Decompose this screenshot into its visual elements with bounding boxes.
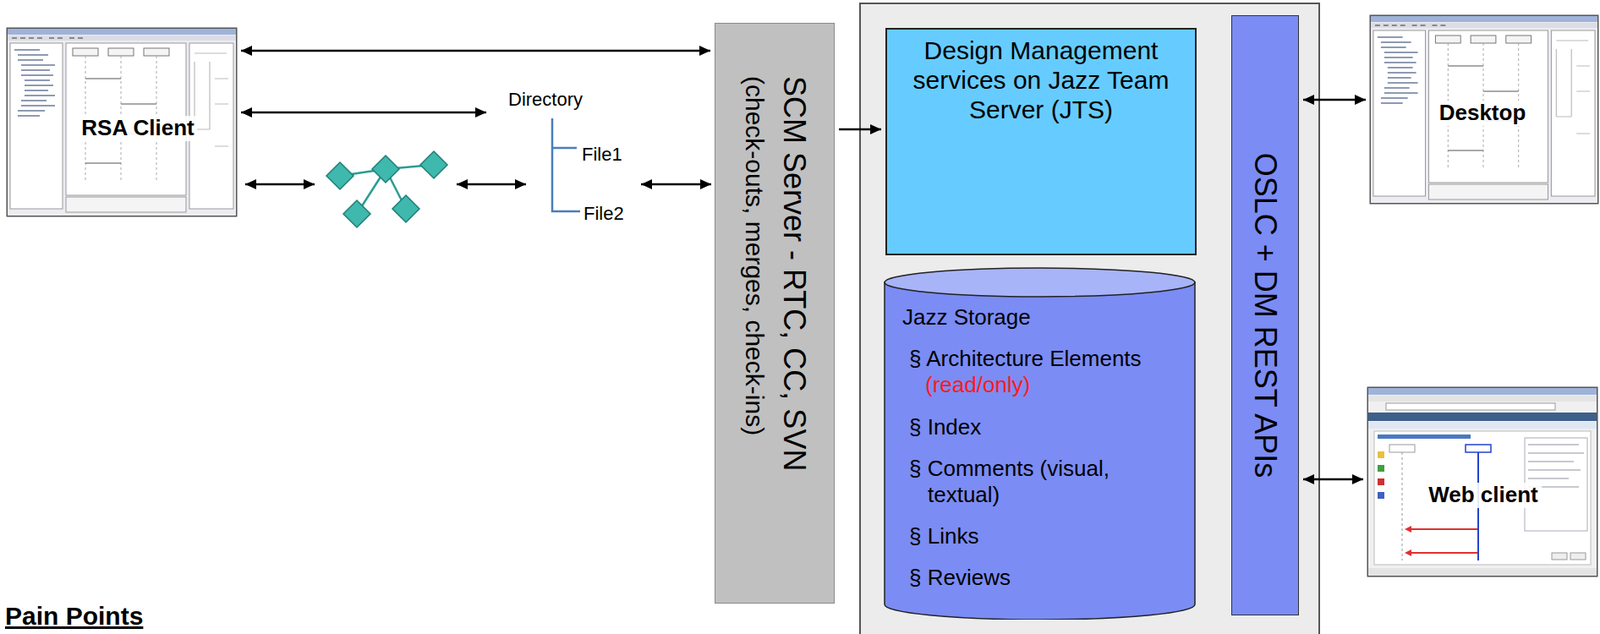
- folder-name: Directory: [508, 88, 583, 111]
- tool-icon: [1377, 465, 1385, 472]
- screenshot-caption: RSA Client: [77, 115, 198, 142]
- bullet-item: § Index: [883, 414, 1188, 441]
- cylinder-body: [884, 282, 1195, 620]
- service-box: Design Management services on Jazz Team …: [885, 27, 1197, 256]
- item-note: (read/only): [883, 372, 1188, 399]
- connector-arrow: [1303, 478, 1364, 482]
- web-client-screenshot: Web client: [1367, 387, 1598, 577]
- storage-contents: Jazz Storage § Architecture Elements(read…: [883, 304, 1188, 592]
- ide-screenshot: [6, 27, 237, 217]
- app-header: [1368, 412, 1597, 422]
- tool-icon: [1377, 478, 1385, 486]
- scm-server-bar: SCM Server - RTC, CC, SVN(check-outs, me…: [714, 22, 835, 604]
- ide-screenshot: [1369, 15, 1599, 204]
- client-screenshot: RSA Client: [6, 27, 237, 217]
- directory-tree: [552, 118, 581, 212]
- desktop-screenshot: Desktop: [1369, 15, 1599, 204]
- lifeline: [1402, 452, 1403, 561]
- connector-arrow: [838, 128, 882, 132]
- browser-frame: [1367, 387, 1598, 577]
- section-heading: Pain Points: [5, 602, 143, 631]
- browser-screenshot: [1367, 387, 1598, 577]
- bar-title: SCM Server - RTC, CC, SVN: [773, 76, 814, 472]
- screenshot-caption: Desktop: [1435, 100, 1530, 127]
- lifeline-head: [1465, 444, 1491, 453]
- heading-bar: [1377, 434, 1471, 439]
- address-bar: [1386, 403, 1556, 411]
- bullet-item: § Links: [883, 523, 1188, 550]
- connector-arrow: [1303, 98, 1366, 102]
- vertical-text-group: OSLC + DM REST APIs: [1246, 153, 1283, 478]
- bullet-item: § Architecture Elements: [883, 345, 1188, 373]
- connector-arrow: [241, 49, 711, 53]
- model-element: [343, 200, 371, 228]
- bullet-item: § Reviews: [883, 564, 1188, 592]
- connector-arrow: [241, 111, 487, 115]
- status-bar: [1368, 568, 1597, 576]
- file-name: File1: [581, 143, 623, 166]
- bullet-item: § Comments (visual, textual): [883, 455, 1188, 509]
- model-element: [326, 162, 354, 190]
- storage-title: Jazz Storage: [883, 304, 1188, 331]
- title-bar: [1368, 388, 1597, 395]
- bar-subtitle: (check-outs, merges, check-ins): [735, 76, 774, 472]
- vertical-text-group: SCM Server - RTC, CC, SVN(check-outs, me…: [735, 76, 814, 472]
- model-element: [372, 155, 400, 183]
- tool-icon: [1377, 451, 1385, 459]
- model-graph: [326, 151, 448, 228]
- button: [1570, 553, 1586, 560]
- tool-icon: [1377, 492, 1385, 499]
- directory-node: Directory: [490, 88, 583, 111]
- server-container: [860, 3, 1320, 634]
- storage-cylinder: Jazz Storage § Architecture Elements(read…: [883, 267, 1196, 620]
- button: [1551, 553, 1568, 560]
- message-arrows: [1408, 529, 1478, 554]
- sync-arrow: [245, 183, 315, 187]
- sync-arrow: [641, 183, 712, 187]
- model-element: [420, 151, 448, 179]
- menu-bar: [1368, 395, 1597, 402]
- content-area: [1374, 431, 1591, 565]
- app-tabs: [1368, 421, 1597, 429]
- cylinder-top: [884, 268, 1195, 297]
- screenshot-caption: Web client: [1424, 482, 1542, 509]
- api-band: OSLC + DM REST APIs: [1231, 15, 1299, 616]
- message-heads: [1404, 526, 1412, 557]
- lifeline-head: [1389, 444, 1415, 453]
- model-element: [392, 195, 420, 223]
- bar-title: OSLC + DM REST APIs: [1246, 153, 1283, 478]
- file-name: File2: [583, 202, 625, 225]
- side-panel-lines: [1528, 444, 1584, 488]
- sync-arrow: [456, 183, 527, 187]
- box-title: Design Management services on Jazz Team …: [887, 29, 1195, 125]
